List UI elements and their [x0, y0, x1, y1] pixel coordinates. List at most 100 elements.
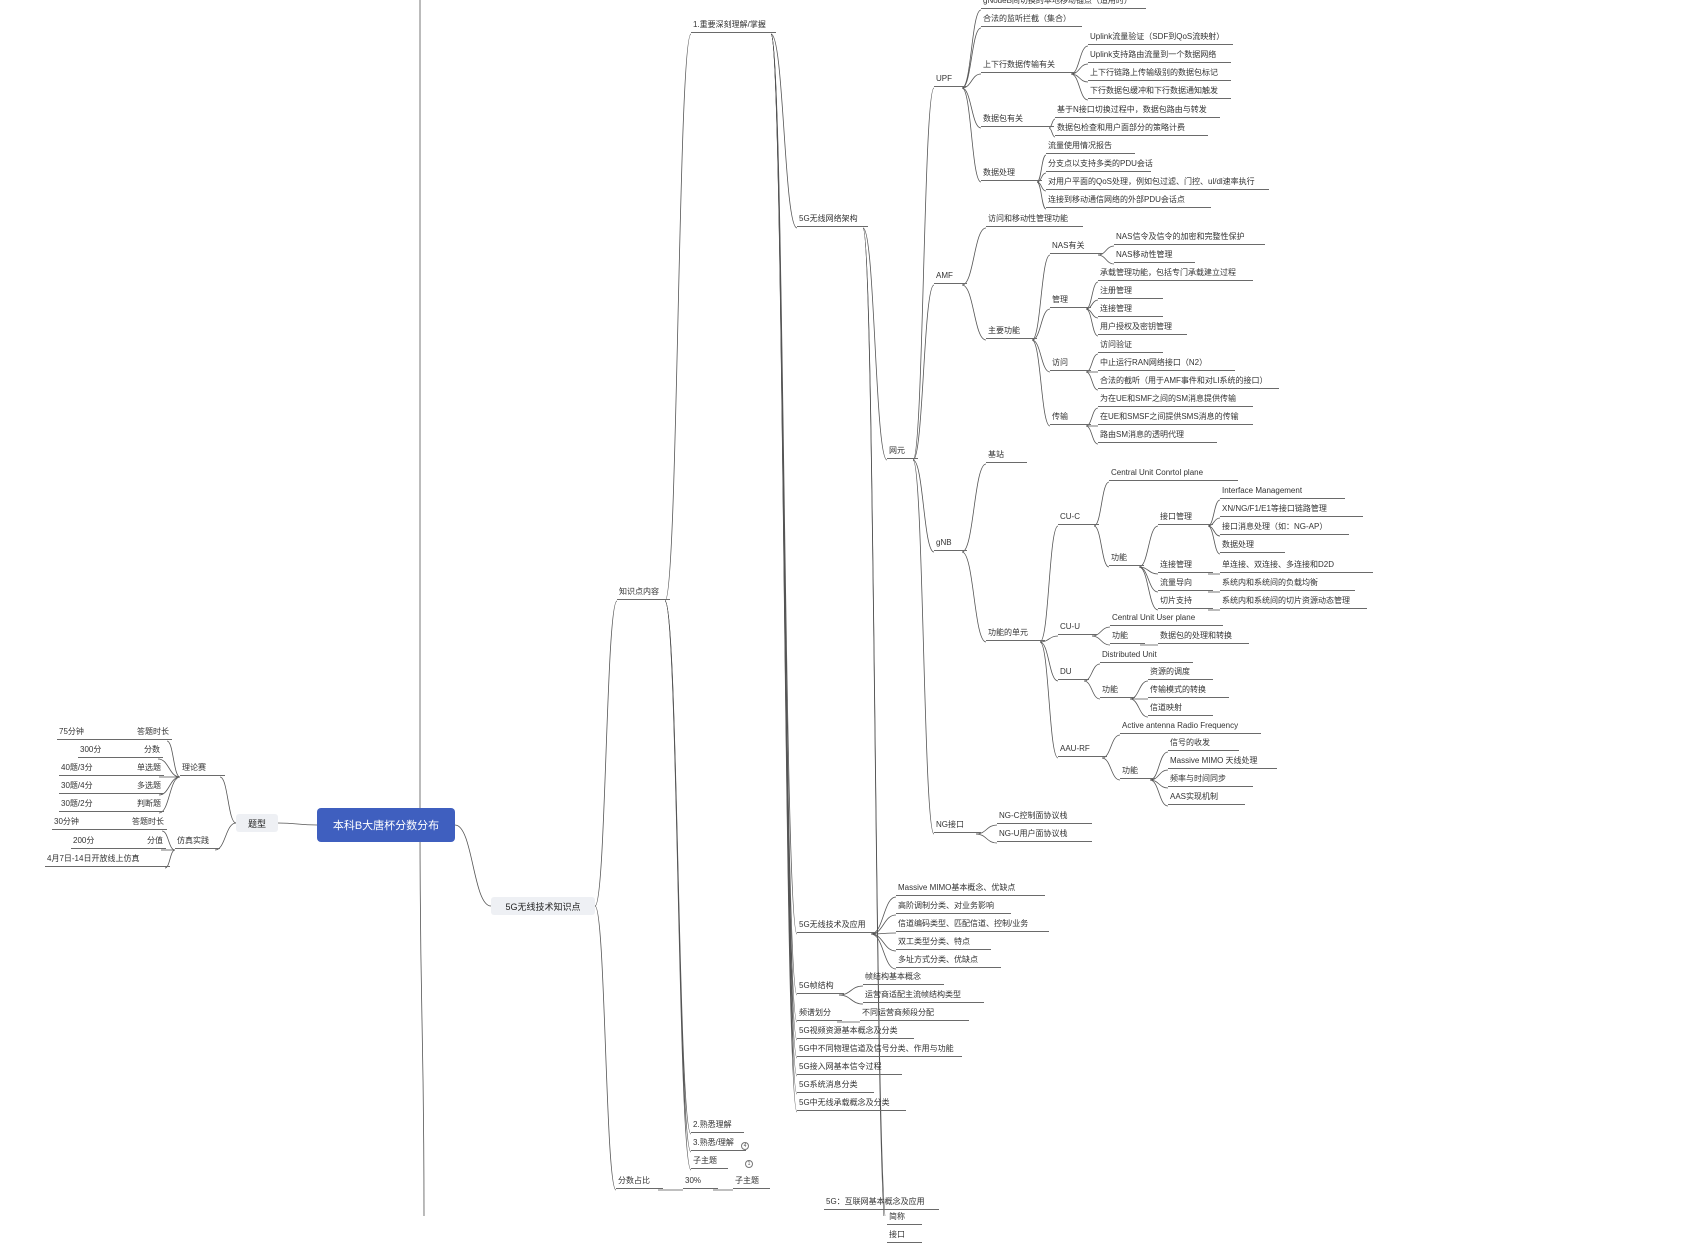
collapse-toggle-1[interactable]: 1 [745, 1160, 753, 1168]
topic-m01[interactable]: NG接口 [934, 818, 981, 833]
topic-k03[interactable]: 30% [683, 1174, 718, 1189]
branch-question-types[interactable]: 题型 [236, 814, 278, 832]
topic-k07[interactable]: 3.熟悉/理解 [691, 1136, 746, 1151]
topic-g04[interactable]: CU-C [1058, 510, 1099, 525]
topic-g07[interactable]: 接口管理 [1158, 510, 1213, 525]
topic-u01[interactable]: UPF [934, 72, 967, 87]
topic-g29[interactable]: Active antenna Radio Frequency [1120, 719, 1261, 734]
topic-g15[interactable]: 系统内和系统间的负载均衡 [1220, 576, 1355, 591]
topic-u14[interactable]: 分支点以支持多类的PDU会话 [1046, 157, 1153, 172]
topic-g01[interactable]: gNB [934, 536, 967, 551]
topic-x01[interactable]: 5G：互联网基本概念及应用 [824, 1195, 939, 1210]
topic-g23[interactable]: Distributed Unit [1100, 648, 1193, 663]
topic-k02[interactable]: 分数占比 [616, 1174, 663, 1189]
topic-n14[interactable]: 200分 [71, 834, 106, 849]
topic-n01[interactable]: 75分钟 [57, 725, 112, 740]
topic-g32[interactable]: Massive MIMO 天线处理 [1168, 754, 1277, 769]
topic-u11[interactable]: 数据包检查和用户面部分的策略计费 [1055, 121, 1208, 136]
topic-u10[interactable]: 基于N接口切换过程中，数据包路由与转发 [1055, 103, 1220, 118]
topic-t06[interactable]: 帧结构基本概念 [863, 970, 944, 985]
topic-a03[interactable]: 主要功能 [986, 324, 1037, 339]
topic-t07[interactable]: 运营商适配主流帧结构类型 [863, 988, 984, 1003]
topic-u07[interactable]: 上下行链路上传输级别的数据包标记 [1088, 66, 1231, 81]
topic-g31[interactable]: 信号的收发 [1168, 736, 1239, 751]
topic-g30[interactable]: 功能 [1120, 764, 1155, 779]
topic-g21[interactable]: 数据包的处理和转换 [1158, 629, 1249, 644]
topic-n15[interactable]: 分值 [101, 834, 166, 849]
topic-g18[interactable]: CU-U [1058, 620, 1097, 635]
topic-k15[interactable]: 5G接入网基本信令过程 [797, 1060, 902, 1075]
topic-n13[interactable]: 答题时长 [102, 815, 167, 830]
topic-k19[interactable]: 简称 [887, 1210, 922, 1225]
topic-n12[interactable]: 30分钟 [52, 815, 107, 830]
topic-g22[interactable]: DU [1058, 665, 1089, 680]
topic-u06[interactable]: Uplink支持路由流量到一个数据网络 [1088, 48, 1231, 63]
collapse-toggle-4[interactable]: 4 [741, 1142, 749, 1150]
branch-5g-knowledge[interactable]: 5G无线技术知识点 [491, 897, 595, 915]
topic-a18[interactable]: 在UE和SMSF之间提供SMS消息的传输 [1098, 410, 1253, 425]
topic-g05[interactable]: Central Unit Conrtol plane [1109, 466, 1238, 481]
topic-g28[interactable]: AAU-RF [1058, 742, 1107, 757]
topic-a19[interactable]: 路由SM消息的透明代理 [1098, 428, 1217, 443]
topic-k18[interactable]: 网元 [887, 444, 918, 459]
topic-u03[interactable]: 合法的监听拦截（集合） [981, 12, 1082, 27]
topic-m02[interactable]: NG-C控制面协议栈 [997, 809, 1092, 824]
topic-t04[interactable]: 双工类型分类、特点 [896, 935, 991, 950]
topic-g27[interactable]: 信道映射 [1148, 701, 1213, 716]
topic-k13[interactable]: 5G视频资源基本概念及分类 [797, 1024, 914, 1039]
topic-n10[interactable]: 判断题 [109, 797, 164, 812]
topic-k16[interactable]: 5G系统消息分类 [797, 1078, 874, 1093]
topic-g20[interactable]: 功能 [1110, 629, 1145, 644]
topic-a04[interactable]: NAS有关 [1050, 239, 1103, 254]
topic-n02[interactable]: 答题时长 [107, 725, 172, 740]
topic-a06[interactable]: NAS移动性管理 [1114, 248, 1195, 263]
topic-t01[interactable]: Massive MIMO基本概念、优缺点 [896, 881, 1045, 896]
topic-a05[interactable]: NAS信令及信令的加密和完整性保护 [1114, 230, 1265, 245]
topic-u04[interactable]: 上下行数据传输有关 [981, 58, 1076, 73]
topic-k08[interactable]: 子主题 [691, 1154, 728, 1169]
topic-k09[interactable]: 5G无线网络架构 [797, 212, 868, 227]
topic-u15[interactable]: 对用户平面的QoS处理，例如包过滤、门控、ul/dl速率执行 [1046, 175, 1269, 190]
topic-k04[interactable]: 子主题 [733, 1174, 770, 1189]
topic-t05[interactable]: 多址方式分类、优缺点 [896, 953, 1001, 968]
topic-t03[interactable]: 信道编码类型、匹配信道、控制/业务 [896, 917, 1049, 932]
topic-a16[interactable]: 传输 [1050, 410, 1091, 425]
topic-a08[interactable]: 承载管理功能，包括专门承载建立过程 [1098, 266, 1253, 281]
topic-k12[interactable]: 频谱划分 [797, 1006, 842, 1021]
topic-u09[interactable]: 数据包有关 [981, 112, 1054, 127]
topic-u12[interactable]: 数据处理 [981, 166, 1042, 181]
topic-u13[interactable]: 流量使用情况报告 [1046, 139, 1135, 154]
topic-a17[interactable]: 为在UE和SMF之间的SM消息提供传输 [1098, 392, 1253, 407]
topic-t02[interactable]: 高阶调制分类、对业务影响 [896, 899, 1011, 914]
topic-a13[interactable]: 访问验证 [1098, 338, 1163, 353]
topic-k01[interactable]: 知识点内容 [617, 585, 670, 600]
topic-g26[interactable]: 传输模式的转换 [1148, 683, 1229, 698]
topic-a01[interactable]: AMF [934, 269, 967, 284]
topic-u05[interactable]: Uplink流量验证（SDF到QoS流映射） [1088, 30, 1233, 45]
topic-g24[interactable]: 功能 [1100, 683, 1135, 698]
topic-a11[interactable]: 用户授权及密钥管理 [1098, 320, 1187, 335]
topic-k05[interactable]: 1.重要深刻理解/掌握 [691, 18, 776, 33]
topic-g06[interactable]: 功能 [1109, 551, 1144, 566]
topic-a02[interactable]: 访问和移动性管理功能 [986, 212, 1083, 227]
topic-n09[interactable]: 30题/2分 [59, 797, 114, 812]
topic-g10[interactable]: 接口消息处理（如：NG-AP） [1220, 520, 1349, 535]
topic-a15[interactable]: 合法的截听（用于AMF事件和对LI系统的接口） [1098, 374, 1279, 389]
topic-n17[interactable]: 仿真实践 [175, 834, 220, 849]
topic-g16[interactable]: 切片支持 [1158, 594, 1213, 609]
topic-a10[interactable]: 连接管理 [1098, 302, 1163, 317]
topic-n05[interactable]: 40题/3分 [59, 761, 114, 776]
topic-g17[interactable]: 系统内和系统间的切片资源动态管理 [1220, 594, 1367, 609]
topic-g19[interactable]: Central Unit User plane [1110, 611, 1223, 626]
topic-a14[interactable]: 中止运行RAN网络接口（N2） [1098, 356, 1235, 371]
root-topic[interactable]: 本科B大唐杯分数分布 [317, 808, 455, 842]
topic-k10[interactable]: 5G无线技术及应用 [797, 918, 876, 933]
topic-n06[interactable]: 单选题 [109, 761, 164, 776]
topic-g09[interactable]: XN/NG/F1/E1等接口链路管理 [1220, 502, 1363, 517]
topic-n11[interactable]: 理论赛 [180, 761, 225, 776]
topic-g12[interactable]: 连接管理 [1158, 558, 1213, 573]
topic-a07[interactable]: 管理 [1050, 293, 1091, 308]
topic-m03[interactable]: NG-U用户面协议栈 [997, 827, 1092, 842]
topic-a09[interactable]: 注册管理 [1098, 284, 1163, 299]
topic-n03[interactable]: 300分 [78, 743, 113, 758]
